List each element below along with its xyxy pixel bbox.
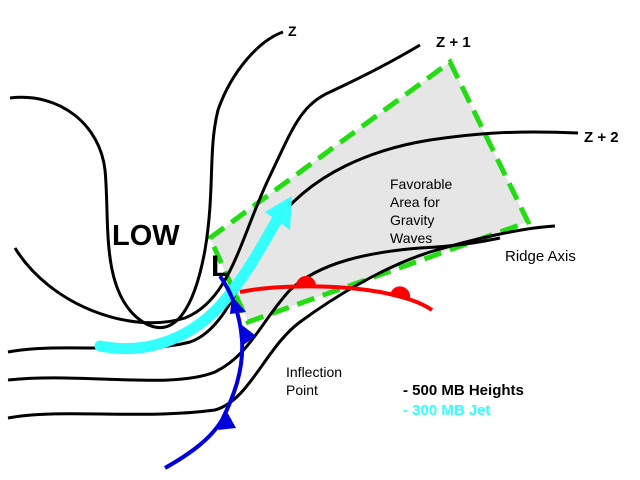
favorable-area-label: Favorable Area for Gravity Waves xyxy=(390,176,452,246)
favorable-line-1: Favorable xyxy=(390,176,452,192)
low-label: LOW xyxy=(112,220,180,252)
contour-label-z-plus-1: Z + 1 xyxy=(436,34,471,51)
inflection-label-line-1: Inflection xyxy=(286,364,342,380)
contour-label-z-plus-2: Z + 2 xyxy=(584,129,619,146)
legend-heights: - 500 MB Heights xyxy=(403,382,524,399)
ridge-axis-label: Ridge Axis xyxy=(505,248,576,265)
jet-arrow xyxy=(94,196,292,355)
favorable-line-3: Gravity xyxy=(390,212,434,228)
favorable-line-4: Waves xyxy=(390,230,432,246)
inflection-label-line-2: Point xyxy=(286,382,318,398)
warm-front-bump xyxy=(390,286,411,298)
legend-jet: - 300 MB Jet xyxy=(403,402,491,419)
cold-front-barb xyxy=(242,325,256,346)
favorable-area-box xyxy=(206,58,532,326)
contour-z-plus-2 xyxy=(7,224,556,420)
cold-front-barb xyxy=(218,410,236,430)
jet-arrow-head xyxy=(265,196,292,230)
low-symbol: L xyxy=(211,250,229,283)
contour-z-plus-1 xyxy=(7,236,501,382)
contour-z-minus-1 xyxy=(13,43,421,325)
contour-z-minus-2 xyxy=(9,30,284,329)
cold-front xyxy=(164,274,256,470)
warm-front xyxy=(239,275,434,312)
contour-label-z: Z xyxy=(288,23,297,39)
warm-front-bump xyxy=(295,275,316,287)
favorable-line-2: Area for xyxy=(390,194,440,210)
cold-front-barb xyxy=(230,296,246,314)
